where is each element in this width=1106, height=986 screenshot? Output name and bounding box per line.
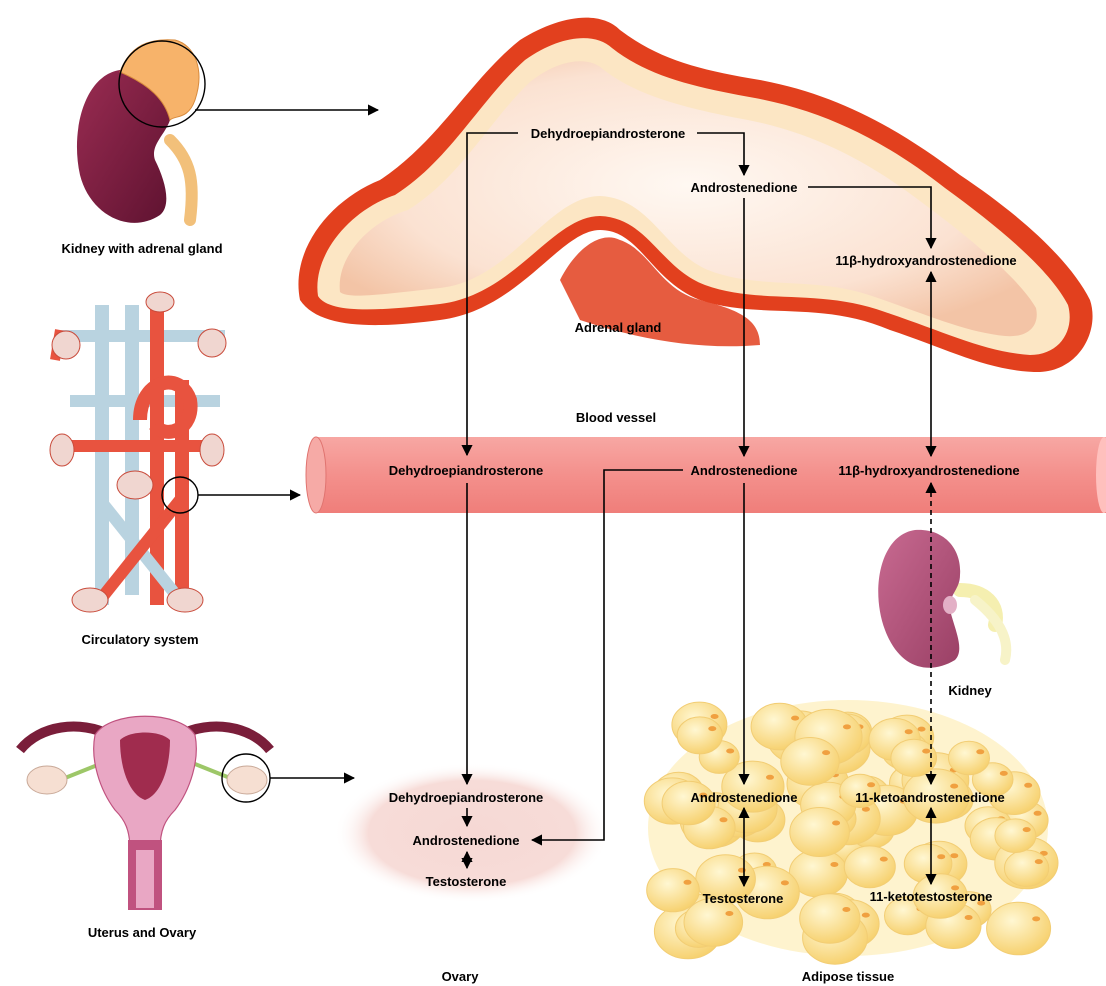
blood-androstenedione-label: Androstenedione: [691, 463, 798, 478]
caption-kidney: Kidney: [948, 683, 992, 698]
fat-cell-nucleus: [867, 782, 875, 787]
fat-cell-nucleus: [720, 817, 728, 822]
uterus-ovary-illustration: [20, 716, 270, 910]
fat-cell: [844, 846, 895, 888]
fat-cell: [800, 894, 860, 943]
caption-adipose: Adipose tissue: [802, 969, 894, 984]
fat-cell-nucleus: [781, 880, 789, 885]
fat-cell-nucleus: [1024, 783, 1032, 788]
fat-cell-nucleus: [905, 729, 913, 734]
fat-cell-nucleus: [726, 749, 734, 754]
fat-cell-nucleus: [937, 854, 945, 859]
ovary-testosterone-label: Testosterone: [426, 874, 507, 889]
fat-cell-nucleus: [965, 915, 973, 920]
caption-kidney-adrenal: Kidney with adrenal gland: [61, 241, 222, 256]
fat-cell: [647, 869, 700, 912]
adipose-androstenedione-label: Androstenedione: [691, 790, 798, 805]
fat-cell-nucleus: [1035, 859, 1043, 864]
caption-adrenal-gland: Adrenal gland: [575, 320, 662, 335]
fat-cell-nucleus: [832, 821, 840, 826]
fat-cell-nucleus: [1023, 827, 1031, 832]
blood-hydroxy-label: 11β-hydroxyandrostenedione: [838, 463, 1019, 478]
caption-uterus-ovary: Uterus and Ovary: [88, 925, 197, 940]
fat-cell-nucleus: [976, 749, 984, 754]
fat-cell-nucleus: [843, 724, 851, 729]
fat-cell: [677, 717, 722, 754]
caption-ovary: Ovary: [442, 969, 480, 984]
adipose-ketoandrostenedione-label: 11-ketoandrostenedione: [855, 790, 1005, 805]
ovary-androstenedione-label: Androstenedione: [413, 833, 520, 848]
adrenal-dhea-label: Dehydroepiandrosterone: [531, 126, 686, 141]
fat-cell-nucleus: [1000, 771, 1008, 776]
fat-cell: [995, 819, 1036, 853]
fat-cell-nucleus: [684, 880, 692, 885]
adipose-ketotestosterone-label: 11-ketotestosterone: [870, 889, 993, 904]
fat-cell: [987, 902, 1051, 955]
fat-cell-nucleus: [766, 775, 774, 780]
fat-cell-nucleus: [880, 857, 888, 862]
ovary-dhea-label: Dehydroepiandrosterone: [389, 790, 544, 805]
fat-cell-nucleus: [708, 726, 716, 731]
fat-cell: [781, 738, 839, 786]
blood-dhea-label: Dehydroepiandrosterone: [389, 463, 544, 478]
fat-cell: [790, 808, 850, 857]
fat-cell-nucleus: [791, 716, 799, 721]
adipose-tissue-illustration: [644, 700, 1058, 964]
fat-cell-nucleus: [922, 749, 930, 754]
adrenal-hydroxy-label: 11β-hydroxyandrostenedione: [835, 253, 1016, 268]
kidney-illustration: [878, 530, 1006, 668]
fat-cell-nucleus: [1034, 811, 1042, 816]
fat-cell: [1004, 850, 1048, 886]
adrenal-androstenedione-label: Androstenedione: [691, 180, 798, 195]
fat-cell: [891, 739, 937, 776]
fat-cell-nucleus: [725, 911, 733, 916]
fat-cell-nucleus: [822, 750, 830, 755]
fat-cell-nucleus: [711, 714, 719, 719]
fat-cell-nucleus: [842, 907, 850, 912]
fat-cell-nucleus: [862, 913, 870, 918]
fat-cell-nucleus: [830, 862, 838, 867]
adipose-testosterone-label: Testosterone: [703, 891, 784, 906]
circulatory-system-illustration: [50, 292, 226, 612]
caption-circulatory: Circulatory system: [81, 632, 198, 647]
caption-blood-vessel: Blood vessel: [576, 410, 656, 425]
fat-cell: [949, 741, 990, 775]
fat-cell-nucleus: [1032, 916, 1040, 921]
fat-cell-nucleus: [950, 784, 958, 789]
kidney-adrenal-illustration: [77, 40, 205, 223]
fat-cell-nucleus: [918, 727, 926, 732]
fat-cell-nucleus: [950, 853, 958, 858]
